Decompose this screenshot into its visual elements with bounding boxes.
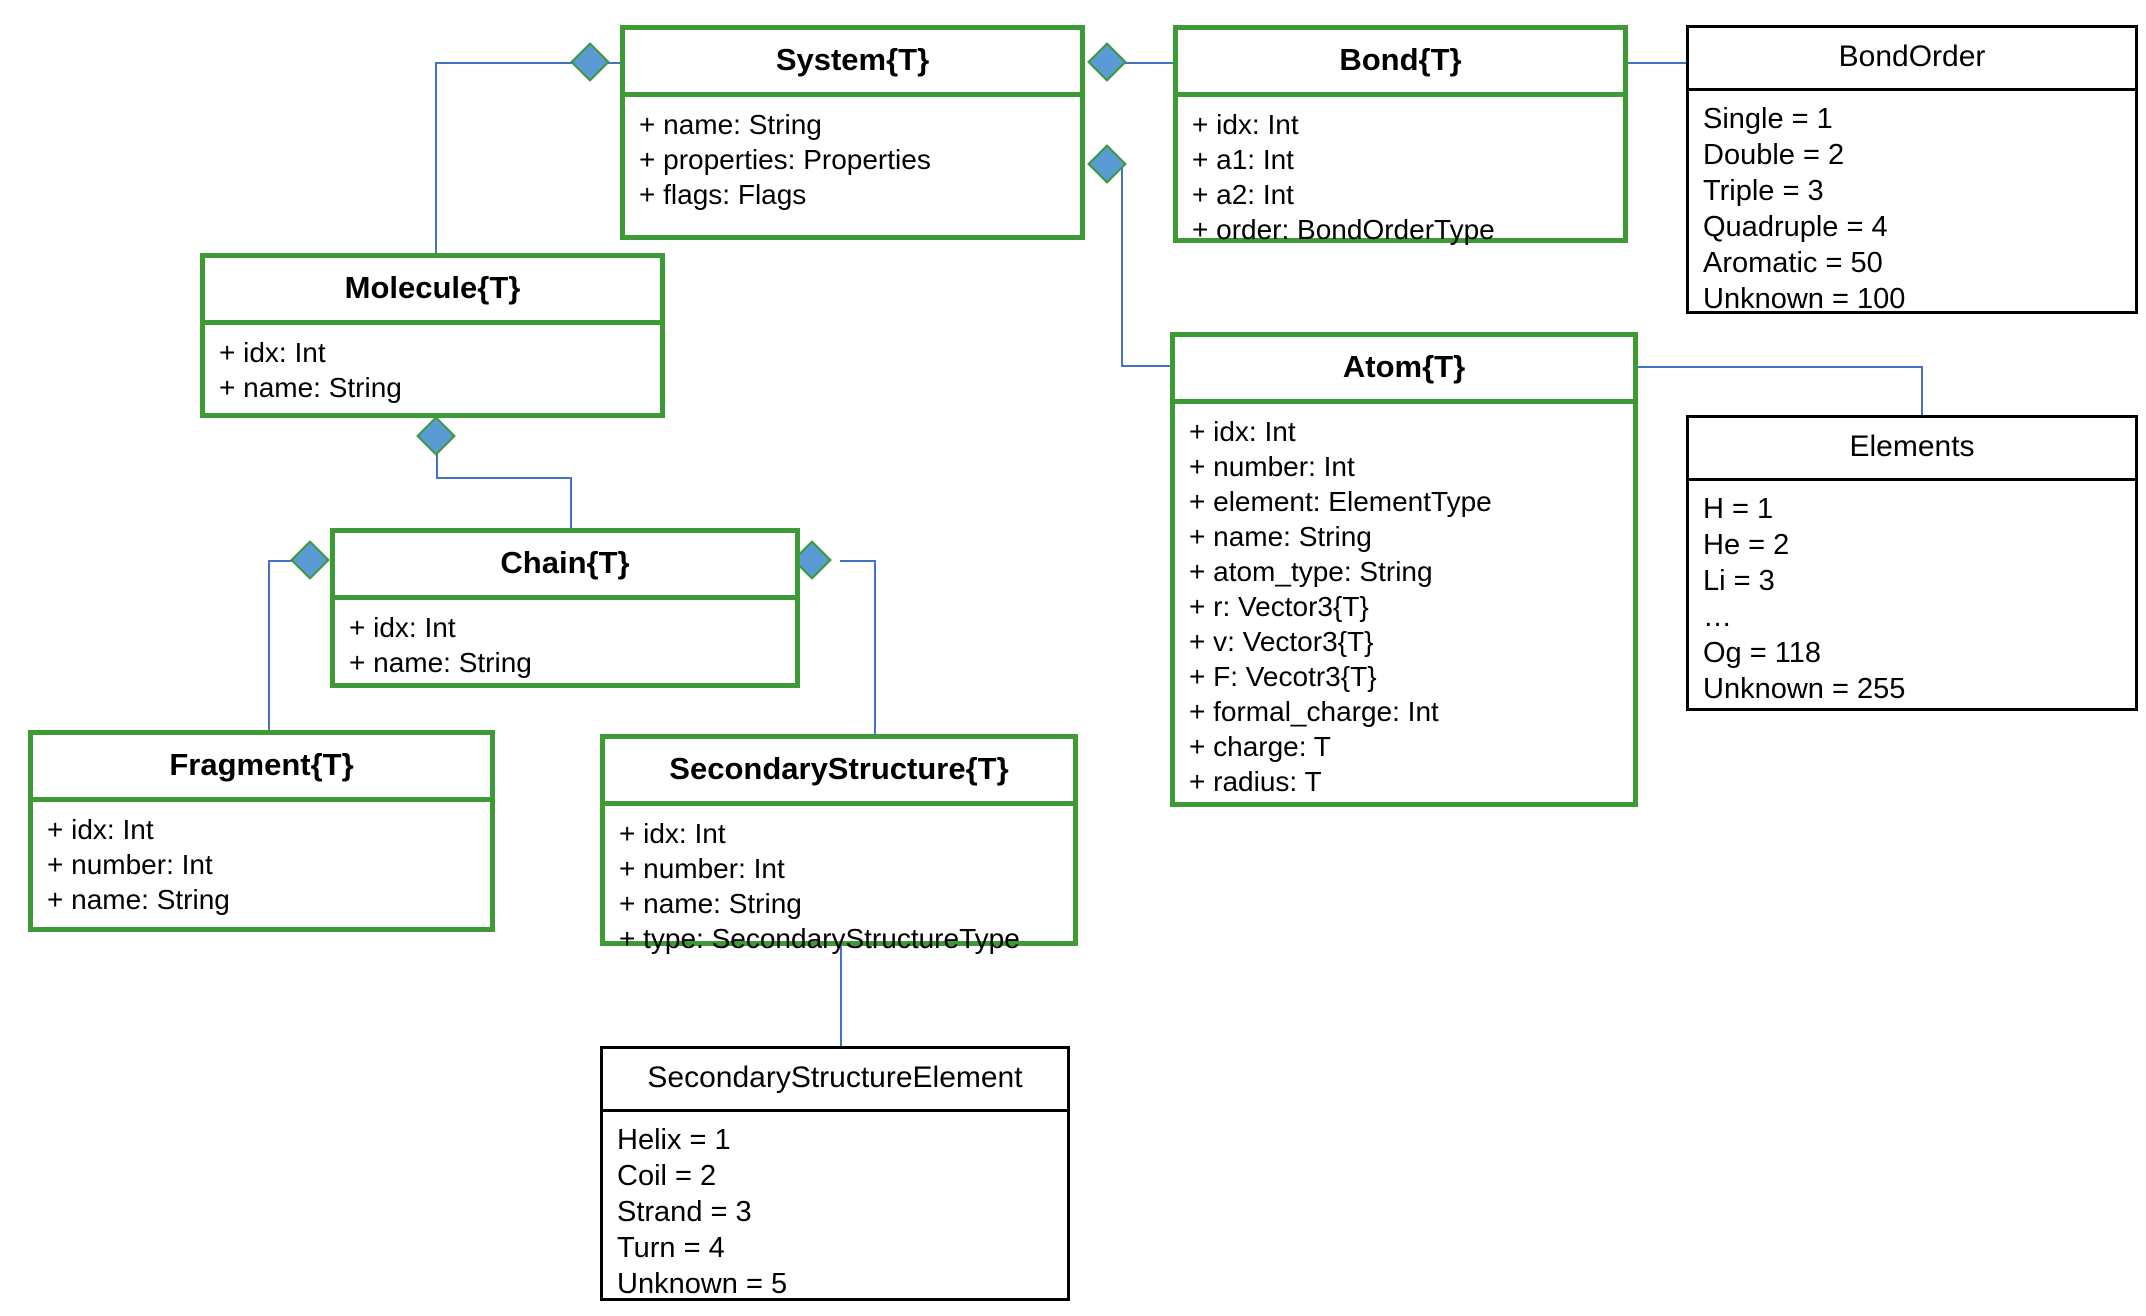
class-title-molecule: Molecule{T} — [205, 258, 660, 325]
enum-value-row: Turn = 4 — [617, 1232, 725, 1264]
class-attributes-fragment: + idx: Int + number: Int + name: String — [33, 802, 490, 929]
class-box-molecule[interactable]: Molecule{T} + idx: Int + name: String — [200, 253, 665, 418]
enum-box-elements[interactable]: Elements H = 1 He = 2 Li = 3 … Og = 118 … — [1686, 415, 2138, 711]
class-box-secondarystructure[interactable]: SecondaryStructure{T} + idx: Int + numbe… — [600, 734, 1078, 954]
attribute-row: + idx: Int — [349, 612, 456, 643]
enum-value-row: Single = 1 — [1703, 103, 1833, 135]
attribute-row: + number: Int — [47, 849, 213, 880]
edge-ss-sselement-vertical — [840, 943, 842, 1048]
class-box-fragment[interactable]: Fragment{T} + idx: Int + number: Int + n… — [28, 730, 495, 932]
attribute-row: + idx: Int — [47, 814, 154, 845]
attribute-row: + idx: Int — [1189, 416, 1296, 447]
enum-value-row: … — [1703, 601, 1732, 633]
edge-chain-fragment-vertical — [268, 560, 270, 731]
class-title-chain: Chain{T} — [335, 533, 795, 600]
enum-value-row: Strand = 3 — [617, 1196, 752, 1228]
attribute-row: + formal_charge: Int — [1189, 696, 1439, 727]
attribute-row: + a2: Int — [1192, 179, 1294, 210]
class-attributes-bond: + idx: Int + a1: Int + a2: Int + order: … — [1178, 97, 1623, 259]
attribute-row: + flags: Flags — [639, 179, 807, 210]
attribute-row: + idx: Int — [219, 337, 326, 368]
enum-title-secondarystructureelement: SecondaryStructureElement — [603, 1049, 1067, 1112]
class-box-bond[interactable]: Bond{T} + idx: Int + a1: Int + a2: Int +… — [1173, 25, 1628, 245]
enum-title-bondorder: BondOrder — [1689, 28, 2135, 91]
enum-value-row: He = 2 — [1703, 529, 1790, 561]
enum-value-row: Unknown = 5 — [617, 1268, 788, 1300]
edge-atom-elements-vertical — [1921, 366, 1923, 417]
attribute-row: + atom_type: String — [1189, 556, 1433, 587]
edge-system-molecule-horizontal — [435, 62, 620, 64]
enum-value-row: Helix = 1 — [617, 1124, 731, 1156]
edge-molecule-chain-horizontal — [436, 477, 572, 479]
class-attributes-molecule: + idx: Int + name: String — [205, 325, 660, 417]
edge-system-atom-vertical — [1121, 164, 1123, 367]
attribute-row: + order: BondOrderType — [1192, 214, 1495, 245]
attribute-row: + name: String — [639, 109, 822, 140]
attribute-row: + idx: Int — [619, 818, 726, 849]
enum-value-row: Unknown = 255 — [1703, 673, 1906, 705]
edge-system-molecule-vertical — [435, 62, 437, 255]
attribute-row: + element: ElementType — [1189, 486, 1492, 517]
class-attributes-chain: + idx: Int + name: String — [335, 600, 795, 692]
enum-value-row: H = 1 — [1703, 493, 1774, 525]
enum-value-row: Triple = 3 — [1703, 175, 1824, 207]
attribute-row: + radius: T — [1189, 766, 1322, 797]
enum-values-bondorder: Single = 1 Double = 2 Triple = 3 Quadrup… — [1689, 91, 2135, 329]
enum-value-row: Unknown = 100 — [1703, 283, 1906, 315]
class-title-secondarystructure: SecondaryStructure{T} — [605, 739, 1073, 806]
attribute-row: + type: SecondaryStructureType — [619, 923, 1020, 954]
class-attributes-atom: + idx: Int + number: Int + element: Elem… — [1175, 404, 1633, 811]
edge-molecule-chain-v1 — [436, 440, 438, 478]
enum-values-elements: H = 1 He = 2 Li = 3 … Og = 118 Unknown =… — [1689, 481, 2135, 719]
attribute-row: + name: String — [349, 647, 532, 678]
class-box-chain[interactable]: Chain{T} + idx: Int + name: String — [330, 528, 800, 688]
aggregation-diamond-chain-fragment — [290, 540, 330, 580]
class-attributes-secondarystructure: + idx: Int + number: Int + name: String … — [605, 806, 1073, 968]
class-attributes-system: + name: String + properties: Properties … — [625, 97, 1080, 224]
attribute-row: + name: String — [47, 884, 230, 915]
enum-values-secondarystructureelement: Helix = 1 Coil = 2 Strand = 3 Turn = 4 U… — [603, 1112, 1067, 1314]
attribute-row: + name: String — [1189, 521, 1372, 552]
edge-chain-ss-horizontal — [840, 560, 876, 562]
enum-title-elements: Elements — [1689, 418, 2135, 481]
aggregation-diamond-system-molecule — [570, 42, 610, 82]
edge-system-atom-horizontal — [1121, 365, 1171, 367]
attribute-row: + name: String — [219, 372, 402, 403]
attribute-row: + idx: Int — [1192, 109, 1299, 140]
attribute-row: + charge: T — [1189, 731, 1331, 762]
class-title-system: System{T} — [625, 30, 1080, 97]
enum-box-bondorder[interactable]: BondOrder Single = 1 Double = 2 Triple =… — [1686, 25, 2138, 315]
class-box-system[interactable]: System{T} + name: String + properties: P… — [620, 25, 1085, 240]
edge-system-bond — [1120, 62, 1175, 64]
aggregation-diamond-molecule-chain — [416, 416, 456, 456]
class-title-atom: Atom{T} — [1175, 337, 1633, 404]
edge-bond-bondorder — [1627, 62, 1687, 64]
enum-value-row: Aromatic = 50 — [1703, 247, 1883, 279]
attribute-row: + F: Vecotr3{T} — [1189, 661, 1377, 692]
enum-value-row: Li = 3 — [1703, 565, 1775, 597]
enum-value-row: Og = 118 — [1703, 637, 1821, 669]
attribute-row: + a1: Int — [1192, 144, 1294, 175]
class-title-fragment: Fragment{T} — [33, 735, 490, 802]
aggregation-diamond-system-bond — [1087, 42, 1127, 82]
edge-atom-elements-horizontal — [1638, 366, 1923, 368]
edge-molecule-chain-v2 — [570, 477, 572, 530]
enum-value-row: Coil = 2 — [617, 1160, 717, 1192]
attribute-row: + r: Vector3{T} — [1189, 591, 1369, 622]
enum-value-row: Quadruple = 4 — [1703, 211, 1888, 243]
attribute-row: + number: Int — [619, 853, 785, 884]
enum-box-secondarystructureelement[interactable]: SecondaryStructureElement Helix = 1 Coil… — [600, 1046, 1070, 1301]
class-title-bond: Bond{T} — [1178, 30, 1623, 97]
enum-value-row: Double = 2 — [1703, 139, 1845, 171]
attribute-row: + properties: Properties — [639, 144, 931, 175]
attribute-row: + number: Int — [1189, 451, 1355, 482]
attribute-row: + v: Vector3{T} — [1189, 626, 1374, 657]
edge-chain-ss-vertical — [874, 560, 876, 735]
attribute-row: + name: String — [619, 888, 802, 919]
class-box-atom[interactable]: Atom{T} + idx: Int + number: Int + eleme… — [1170, 332, 1638, 807]
